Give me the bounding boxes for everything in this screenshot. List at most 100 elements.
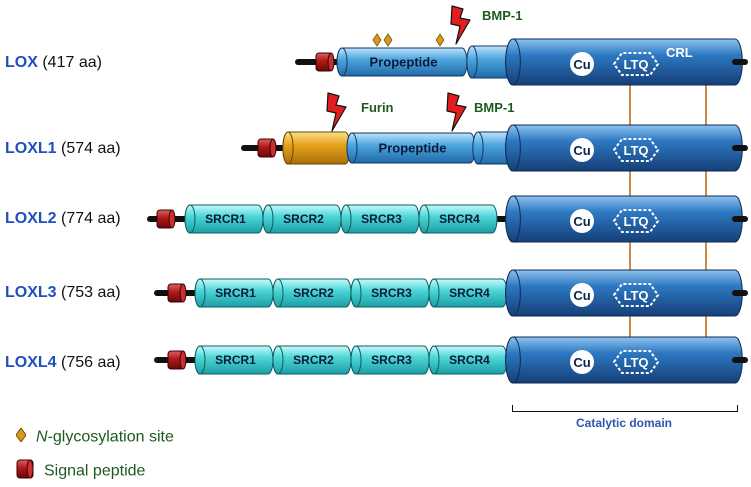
domain-label: SRCR4	[439, 212, 480, 226]
catalytic-domain-label: Catalytic domain	[575, 416, 673, 430]
ltq-label: LTQ	[623, 355, 648, 370]
srcr-domain-3: SRCR3	[350, 278, 430, 308]
signal-peptide	[257, 138, 277, 158]
crl-label: CRL	[666, 45, 693, 60]
ltq-hexagon	[612, 138, 660, 162]
proline-rich-domain	[282, 131, 351, 165]
copper-site	[570, 350, 594, 374]
domain-label: SRCR1	[215, 353, 256, 367]
legend-signal-peptide: Signal peptide	[16, 459, 145, 484]
protein-row-loxl2: SRCR1 SRCR2 SRCR3 SRCR4 Cu LTQ	[147, 195, 748, 243]
srcr-domain-3: SRCR3	[340, 204, 420, 234]
protein-row-loxl1: Propeptide Cu LTQ Furin BMP-1	[241, 92, 748, 172]
propeptide-domain: Propeptide	[346, 132, 476, 164]
ltq-hexagon	[612, 52, 660, 76]
protein-length: (753 aa)	[61, 284, 121, 301]
protein-length: (774 aa)	[61, 210, 121, 227]
domain-label: Propeptide	[370, 55, 438, 70]
protein-label-loxl1: LOXL1 (574 aa)	[5, 140, 121, 158]
ltq-label: LTQ	[623, 143, 648, 158]
catalytic-domain-bracket	[512, 405, 738, 412]
protein-label-loxl3: LOXL3 (753 aa)	[5, 284, 121, 302]
ltq-label: LTQ	[623, 57, 648, 72]
signal-peptide	[167, 283, 187, 303]
catalytic-domain-body	[505, 269, 743, 317]
protein-name: LOXL4	[5, 354, 57, 371]
catalytic-domain-lox: Cu LTQ	[505, 38, 748, 86]
catalytic-domain-body	[505, 336, 743, 384]
bmp1-cleavage-icon	[450, 5, 471, 45]
ltq-hexagon	[612, 350, 660, 374]
legend-glyco-prefix: N	[36, 428, 48, 446]
protein-label-loxl4: LOXL4 (756 aa)	[5, 354, 121, 372]
propeptide-domain: Propeptide	[336, 47, 468, 77]
diamond-icon	[15, 427, 27, 447]
ltq-label: LTQ	[623, 288, 648, 303]
protein-label-loxl2: LOXL2 (774 aa)	[5, 210, 121, 228]
copper-label: Cu	[573, 355, 590, 370]
legend-signal-text: Signal peptide	[44, 462, 146, 480]
protein-row-loxl4: SRCR1 SRCR2 SRCR3 SRCR4 Cu LTQ	[154, 336, 748, 384]
protein-length: (756 aa)	[61, 354, 121, 371]
domain-label: SRCR3	[371, 353, 412, 367]
catalytic-domain: Cu LTQ	[505, 269, 748, 317]
signal-peptide-icon	[16, 459, 34, 484]
furin-cleavage-icon	[326, 92, 347, 132]
srcr-domain-3: SRCR3	[350, 345, 430, 375]
domain-label: Propeptide	[379, 141, 447, 156]
domain-label: SRCR2	[293, 353, 334, 367]
bmp1-cleavage-icon	[446, 92, 467, 132]
domain-label: SRCR4	[449, 286, 490, 300]
protein-name: LOXL2	[5, 210, 57, 227]
catalytic-domain-loxl1: Cu LTQ	[505, 124, 748, 172]
srcr-domain-4: SRCR4	[418, 204, 498, 234]
srcr-domain-1: SRCR1	[184, 204, 264, 234]
srcr-domain-4: SRCR4	[428, 345, 508, 375]
domain-label: SRCR3	[361, 212, 402, 226]
domain-label: SRCR1	[215, 286, 256, 300]
catalytic-domain-body	[505, 38, 743, 86]
copper-label: Cu	[573, 288, 590, 303]
srcr-domain-4: SRCR4	[428, 278, 508, 308]
copper-site	[570, 138, 594, 162]
catalytic-domain-body	[505, 195, 743, 243]
glycosylation-diamond	[383, 33, 393, 47]
copper-label: Cu	[573, 57, 590, 72]
ltq-label: LTQ	[623, 214, 648, 229]
signal-peptide	[315, 52, 335, 72]
protein-length: (574 aa)	[61, 140, 121, 157]
signal-peptide	[156, 209, 176, 229]
protein-name: LOXL1	[5, 140, 57, 157]
ltq-hexagon	[612, 283, 660, 307]
signal-peptide	[167, 350, 187, 370]
domain-label: SRCR2	[293, 286, 334, 300]
copper-site	[570, 209, 594, 233]
legend-glycosylation: N-glycosylation site	[15, 427, 174, 447]
furin-label: Furin	[361, 100, 394, 115]
bmp1-label: BMP-1	[482, 8, 522, 23]
protein-name: LOXL3	[5, 284, 57, 301]
glycosylation-diamond	[372, 33, 382, 47]
srcr-domain-2: SRCR2	[272, 278, 352, 308]
protein-row-loxl3: SRCR1 SRCR2 SRCR3 SRCR4 Cu LTQ	[154, 269, 748, 317]
bmp1-label: BMP-1	[474, 100, 514, 115]
protein-label-lox: LOX (417 aa)	[5, 54, 102, 72]
domain-label: SRCR1	[205, 212, 246, 226]
copper-label: Cu	[573, 143, 590, 158]
protein-length: (417 aa)	[42, 54, 102, 71]
srcr-domain-1: SRCR1	[194, 345, 274, 375]
legend-glyco-text: -glycosylation site	[47, 428, 174, 446]
protein-name: LOX	[5, 54, 38, 71]
copper-site	[570, 283, 594, 307]
ltq-hexagon	[612, 209, 660, 233]
copper-site	[570, 52, 594, 76]
srcr-domain-1: SRCR1	[194, 278, 274, 308]
srcr-domain-2: SRCR2	[262, 204, 342, 234]
srcr-domain-2: SRCR2	[272, 345, 352, 375]
domain-label: SRCR2	[283, 212, 324, 226]
copper-label: Cu	[573, 214, 590, 229]
domain-label: SRCR3	[371, 286, 412, 300]
catalytic-domain-body	[505, 124, 743, 172]
